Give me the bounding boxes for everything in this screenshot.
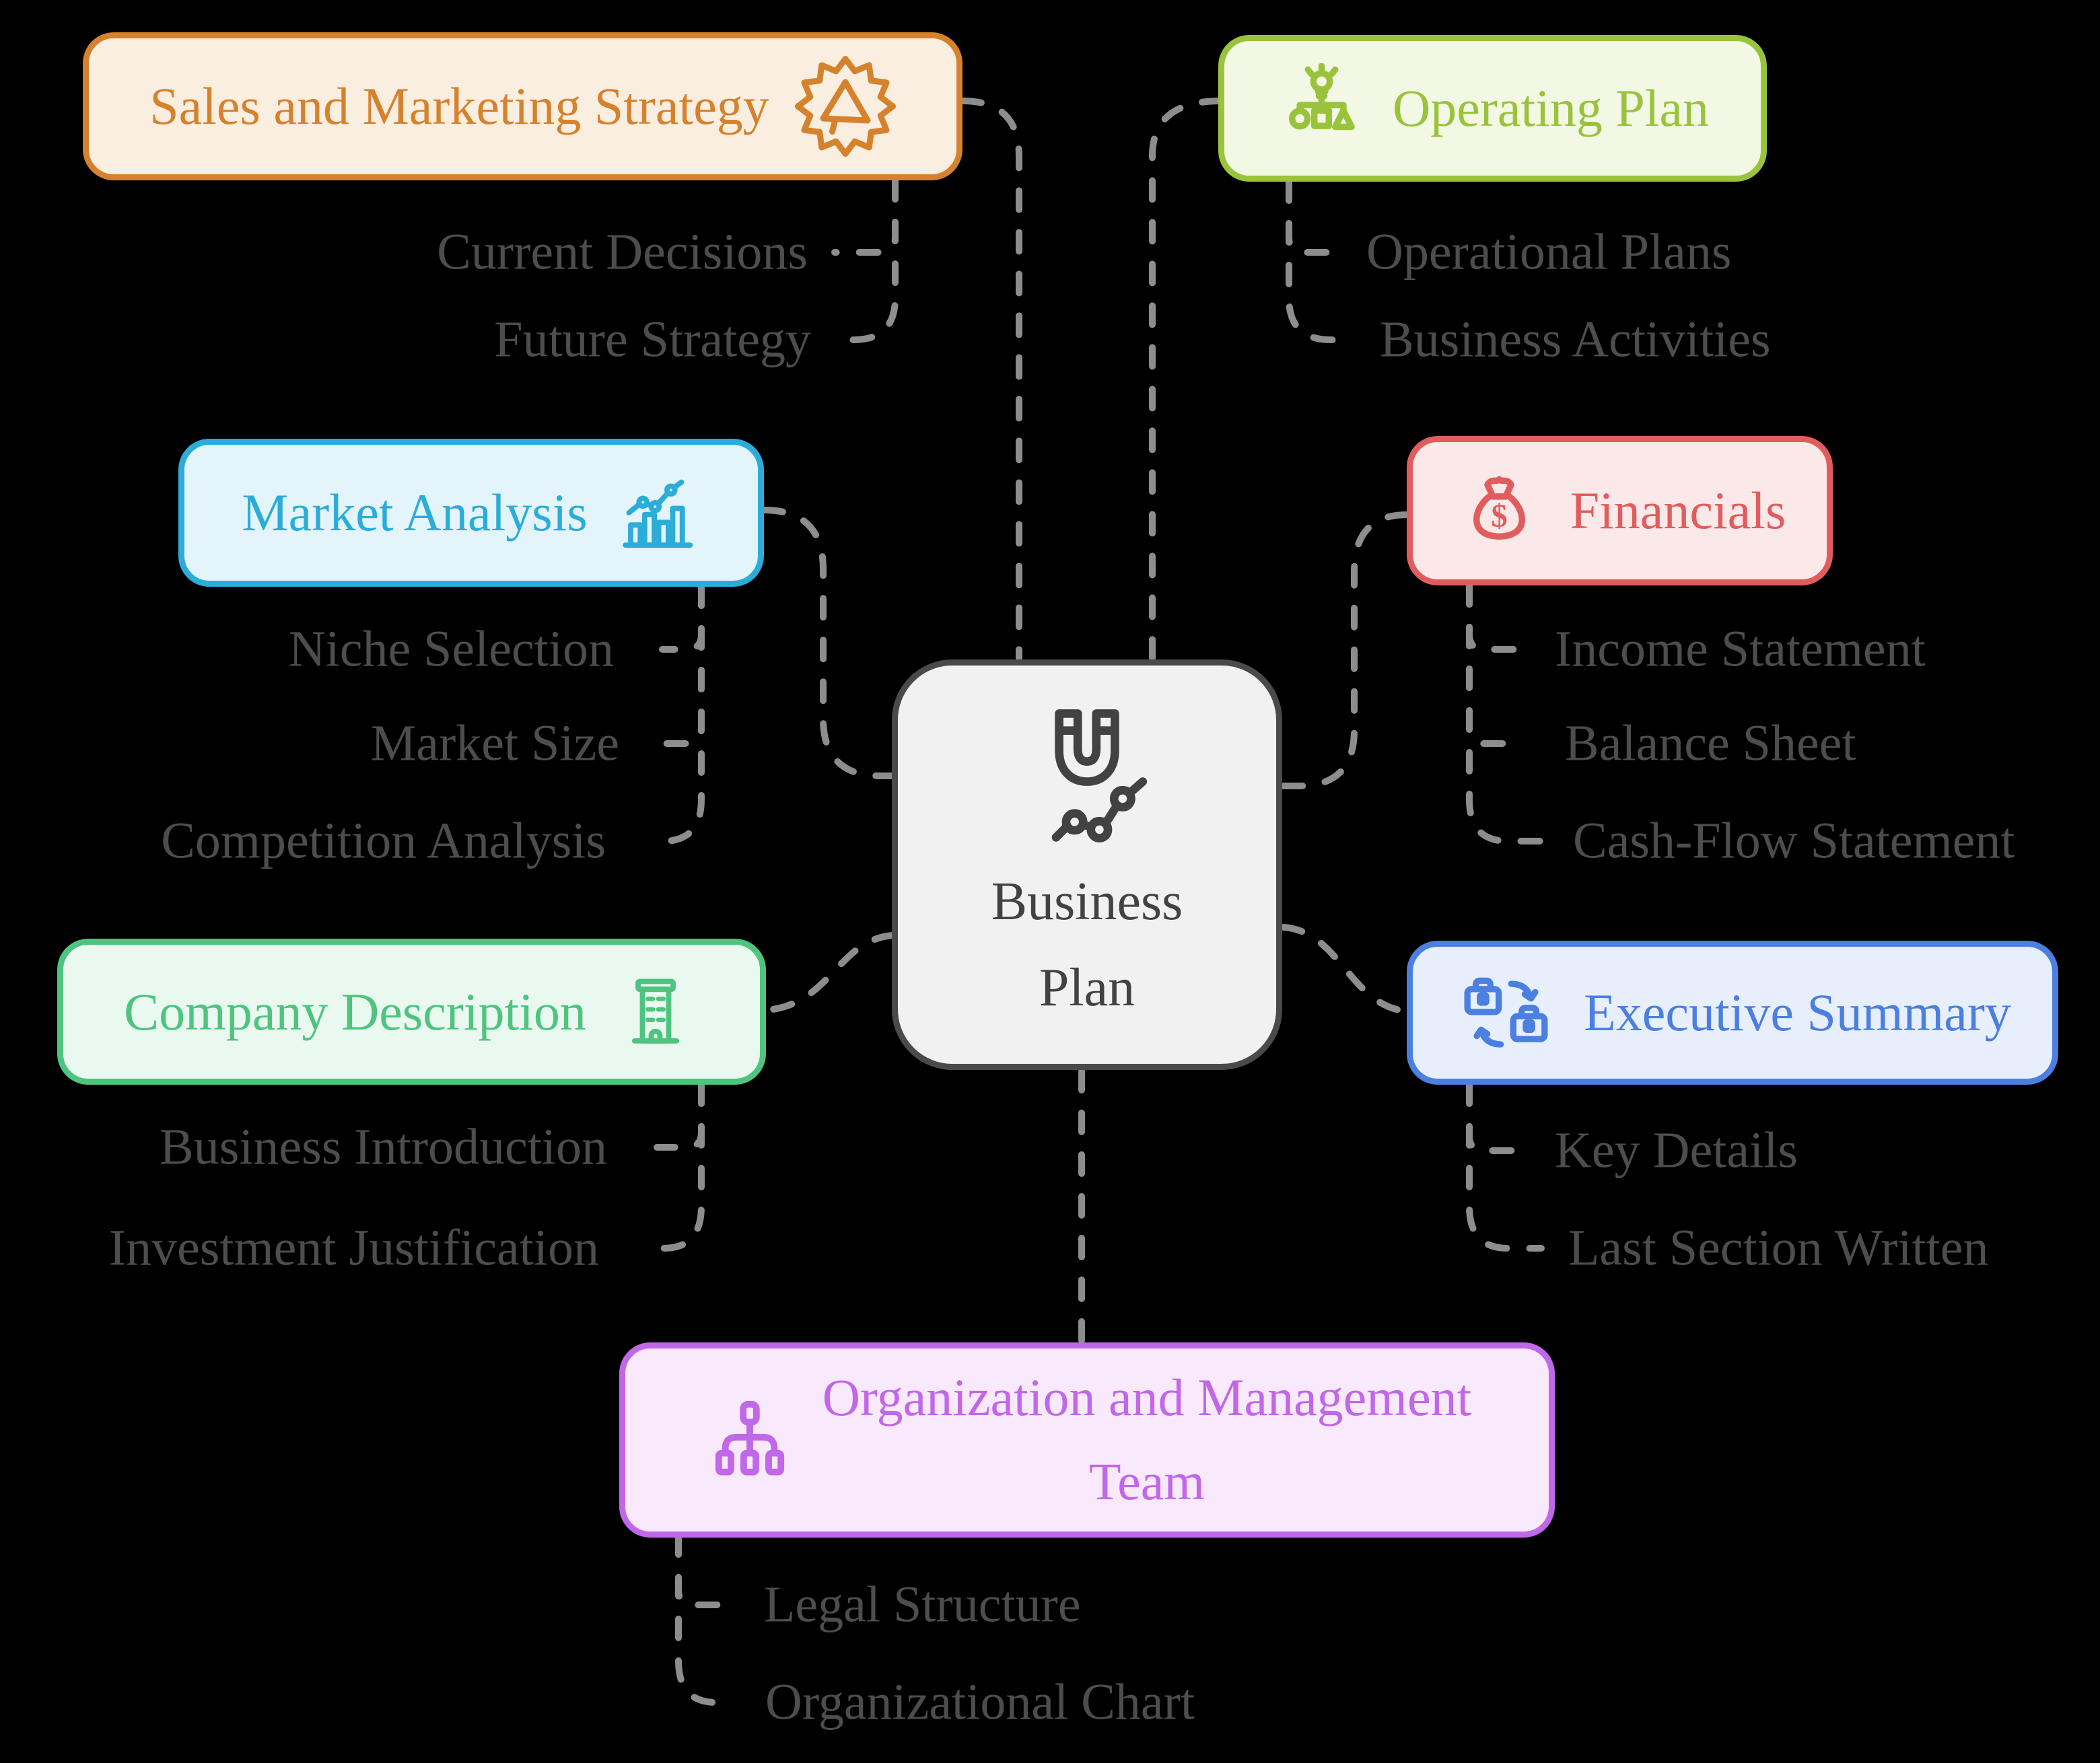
leaf-business-activities: Business Activities — [1380, 311, 1771, 368]
branch-sales-marketing-label: Sales and Marketing Strategy — [149, 77, 769, 135]
magnet-trend-icon — [1010, 701, 1164, 856]
org-chart-icon — [703, 1393, 797, 1487]
leaf-last-section-written: Last Section Written — [1568, 1219, 1989, 1276]
connector-company-child-1 — [654, 1081, 705, 1151]
branch-market-analysis-label: Market Analysis — [242, 483, 588, 542]
connector-market-child-3 — [660, 583, 705, 844]
leaf-competition-analysis: Competition Analysis — [161, 812, 606, 869]
leaf-operational-plans: Operational Plans — [1366, 223, 1732, 281]
connector-operating-child-1 — [1286, 178, 1341, 256]
leaf-income-statement: Income Statement — [1555, 620, 1926, 678]
connector-center-company — [764, 932, 897, 1013]
connector-financials-child-1 — [1466, 582, 1526, 653]
connector-financials-child-3 — [1466, 582, 1545, 844]
branch-company-description: Company Description — [57, 939, 766, 1085]
office-building-icon — [612, 968, 699, 1056]
connector-organization-child-1 — [675, 1532, 737, 1608]
leaf-key-details: Key Details — [1555, 1122, 1798, 1179]
megaphone-badge-icon — [794, 56, 896, 157]
branch-company-description-label: Company Description — [124, 982, 586, 1041]
center-label-line-1: Business — [991, 872, 1183, 931]
connector-sales-child-2 — [833, 177, 899, 343]
branch-executive-summary-label: Executive Summary — [1584, 983, 2011, 1042]
connector-company-child-2 — [660, 1081, 705, 1252]
leaf-future-strategy: Future Strategy — [494, 311, 811, 368]
connector-executive-child-2 — [1466, 1081, 1545, 1252]
leaf-business-introduction: Business Introduction — [160, 1118, 607, 1176]
leaf-investment-justification: Investment Justification — [108, 1219, 599, 1276]
branch-operating-plan: Operating Plan — [1218, 35, 1767, 182]
connector-center-executive — [1280, 924, 1411, 1015]
connector-financials-child-2 — [1466, 582, 1526, 747]
branch-executive-summary: Executive Summary — [1407, 941, 2058, 1085]
connector-executive-child-1 — [1466, 1081, 1526, 1154]
briefcase-swap-icon — [1454, 961, 1558, 1065]
organization-label-line-1: Organization and Management — [822, 1368, 1472, 1427]
connector-sales-child-1 — [831, 177, 899, 256]
svg-text:$: $ — [1491, 497, 1507, 534]
center-label-line-2: Plan — [1039, 958, 1135, 1017]
leaf-market-size: Market Size — [370, 715, 619, 772]
branch-organization-management-label: Organization and Management Team — [823, 1356, 1472, 1524]
branch-financials-label: Financials — [1570, 481, 1786, 540]
organization-label-line-2: Team — [1088, 1452, 1205, 1511]
branch-organization-management: Organization and Management Team — [619, 1342, 1555, 1538]
leaf-organizational-chart: Organizational Chart — [765, 1674, 1195, 1731]
bar-chart-trend-icon — [613, 469, 701, 556]
idea-flowchart-icon — [1276, 63, 1367, 154]
branch-financials: $ Financials — [1407, 436, 1833, 585]
leaf-cash-flow-statement: Cash-Flow Statement — [1573, 812, 2015, 869]
branch-sales-marketing: Sales and Marketing Strategy — [83, 32, 963, 180]
connector-market-child-1 — [659, 583, 705, 653]
branch-operating-plan-label: Operating Plan — [1392, 79, 1710, 137]
center-node-business-plan: Business Plan — [892, 659, 1282, 1070]
branch-market-analysis: Market Analysis — [178, 439, 764, 587]
money-bag-icon: $ — [1454, 466, 1545, 556]
connector-center-market — [761, 507, 897, 779]
connector-center-financials — [1280, 511, 1410, 789]
connector-center-sales — [959, 98, 1022, 661]
leaf-balance-sheet: Balance Sheet — [1565, 715, 1856, 772]
leaf-current-decisions: Current Decisions — [437, 223, 808, 281]
connector-organization-child-2 — [675, 1532, 738, 1706]
leaf-legal-structure: Legal Structure — [764, 1576, 1081, 1633]
connector-center-operating — [1149, 98, 1224, 661]
connector-operating-child-2 — [1286, 178, 1351, 343]
connector-market-child-2 — [659, 583, 705, 747]
leaf-niche-selection: Niche Selection — [288, 620, 614, 678]
